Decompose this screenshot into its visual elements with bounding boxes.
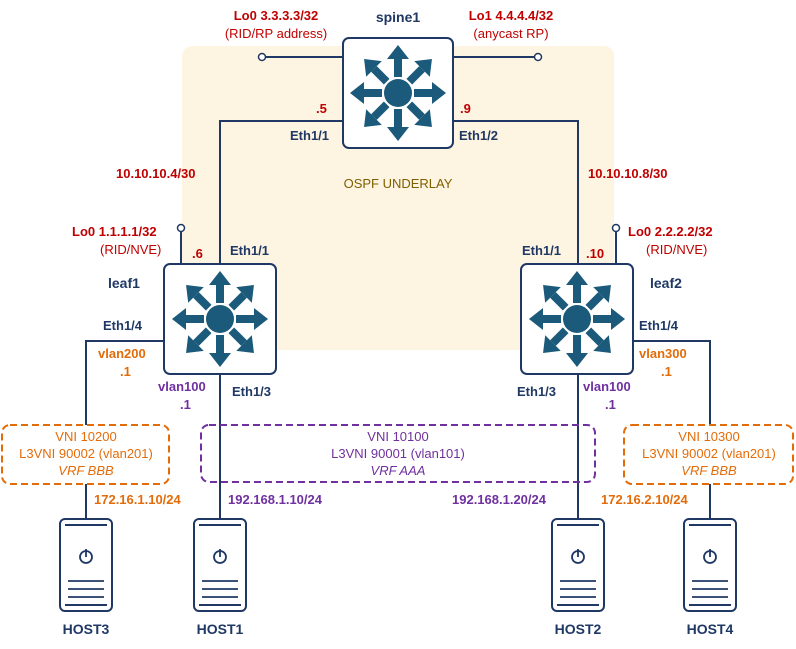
vrf-center-vni: VNI 10100	[367, 429, 428, 444]
leaf1-lo0-endpoint	[176, 223, 186, 233]
leaf2-lo0-role: (RID/NVE)	[646, 242, 707, 257]
leaf2-lo0-label: Lo0 2.2.2.2/32	[628, 224, 713, 239]
leaf2-uplink-label: Eth1/1	[522, 243, 561, 258]
server-body	[683, 518, 737, 612]
leaf2-eth3-label: Eth1/3	[517, 384, 556, 399]
leaf2-eth4-label: Eth1/4	[639, 318, 679, 333]
leaf1-lo0-label: Lo0 1.1.1.1/32	[72, 224, 157, 239]
leaf1-vlan-a-ip: .1	[120, 364, 131, 379]
leaf2-name: leaf2	[650, 275, 682, 291]
host2-name: HOST2	[555, 621, 602, 637]
vrf-box-center	[200, 424, 596, 483]
link-spine-leaf2	[453, 120, 579, 264]
lo1-endpoint	[533, 52, 543, 62]
leaf1-vlan-b: vlan100	[158, 379, 206, 394]
router-icon	[529, 271, 625, 367]
leaf1-name: leaf1	[108, 275, 140, 291]
host1-server-icon[interactable]	[193, 518, 247, 612]
vrf-left-vni: VNI 10200	[55, 429, 116, 444]
vrf-right-name: VRF BBB	[681, 463, 737, 478]
host2-ip: 192.168.1.20/24	[452, 492, 547, 507]
leaf1-lo0-role: (RID/NVE)	[100, 242, 161, 257]
lo0-endpoint	[257, 52, 267, 62]
leaf2-vlan-a: vlan300	[639, 346, 687, 361]
host3-name: HOST3	[63, 621, 110, 637]
ospf-underlay-label: OSPF UNDERLAY	[344, 176, 453, 191]
vrf-box-left	[1, 424, 170, 485]
host4-ip: 172.16.2.10/24	[601, 492, 689, 507]
router-icon	[350, 45, 446, 141]
leaf1-vlan-b-ip: .1	[180, 397, 191, 412]
spine-lo0-role: (RID/RP address)	[225, 26, 327, 41]
vrf-left-l3vni: L3VNI 90002 (vlan201)	[19, 446, 153, 461]
vrf-box-right	[623, 424, 794, 485]
host3-ip: 172.16.1.10/24	[94, 492, 182, 507]
spine-name: spine1	[376, 9, 421, 25]
link-spine-leaf1	[219, 120, 343, 264]
vrf-right-vni: VNI 10300	[678, 429, 739, 444]
leaf1-router[interactable]	[163, 263, 277, 375]
leaf2-lo0-endpoint	[611, 223, 621, 233]
spine-lo0-label: Lo0 3.3.3.3/32	[234, 8, 319, 23]
vrf-right-l3vni: L3VNI 90002 (vlan201)	[642, 446, 776, 461]
spine-eth1-label: Eth1/1	[290, 128, 329, 143]
host4-server-icon[interactable]	[683, 518, 737, 612]
leaf1-eth3-label: Eth1/3	[232, 384, 271, 399]
leaf1-uplink-label: Eth1/1	[230, 243, 269, 258]
vrf-left-name: VRF BBB	[58, 463, 114, 478]
host3-server-icon[interactable]	[59, 518, 113, 612]
leaf1-eth4-label: Eth1/4	[103, 318, 143, 333]
leaf2-vlan-a-ip: .1	[661, 364, 672, 379]
spine-eth2-label: Eth1/2	[459, 128, 498, 143]
router-icon	[172, 271, 268, 367]
server-body	[551, 518, 605, 612]
server-body	[59, 518, 113, 612]
host1-ip: 192.168.1.10/24	[228, 492, 323, 507]
right-subnet-label: 10.10.10.8/30	[588, 166, 668, 181]
left-subnet-label: 10.10.10.4/30	[116, 166, 196, 181]
spine-eth1-ip: .5	[316, 101, 327, 116]
leaf2-uplink-ip: .10	[586, 246, 604, 261]
host4-name: HOST4	[687, 621, 734, 637]
leaf1-uplink-ip: .6	[192, 246, 203, 261]
vrf-center-name: VRF AAA	[371, 463, 426, 478]
spine1-router[interactable]	[342, 37, 454, 149]
spine-lo1-label: Lo1 4.4.4.4/32	[469, 8, 554, 23]
vrf-center-l3vni: L3VNI 90001 (vlan101)	[331, 446, 465, 461]
host2-server-icon[interactable]	[551, 518, 605, 612]
host1-name: HOST1	[197, 621, 244, 637]
leaf2-router[interactable]	[520, 263, 634, 375]
spine-eth2-ip: .9	[460, 101, 471, 116]
leaf2-vlan-b: vlan100	[583, 379, 631, 394]
server-body	[193, 518, 247, 612]
leaf2-vlan-b-ip: .1	[605, 397, 616, 412]
leaf1-vlan-a: vlan200	[98, 346, 146, 361]
spine-lo1-role: (anycast RP)	[473, 26, 548, 41]
